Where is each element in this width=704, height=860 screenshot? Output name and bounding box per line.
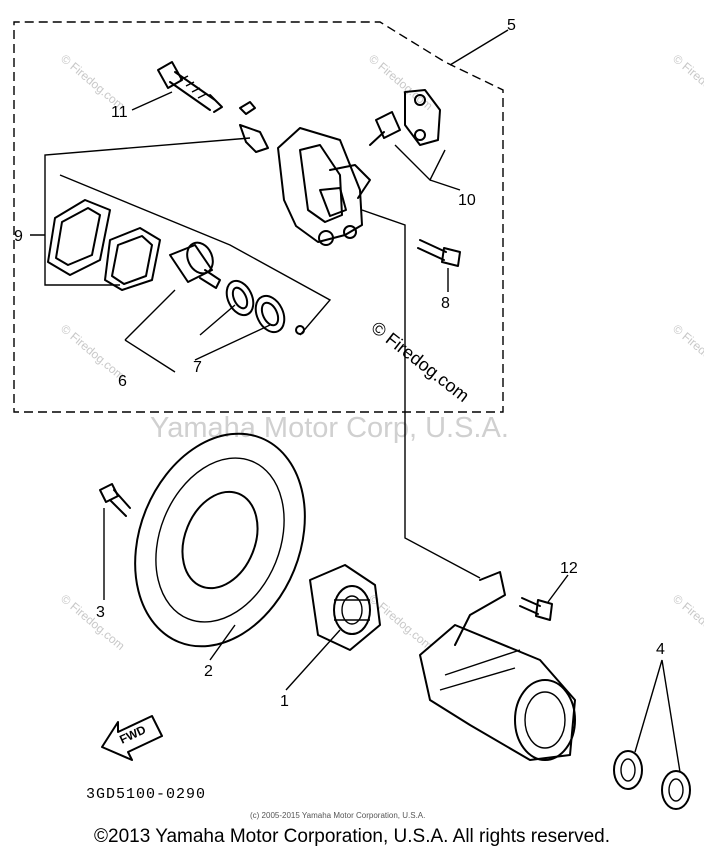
fwd-arrow-icon: FWD [101,715,163,761]
hub-1 [309,564,381,651]
small-copyright: (c) 2005-2015 Yamaha Motor Corporation, … [250,811,425,820]
part-label-6: 6 [118,373,127,390]
disc-bolt-3 [99,483,131,517]
part-label-8: 8 [441,295,450,312]
part-label-7: 7 [193,359,202,376]
leader-line-1 [285,629,341,691]
part-label-1: 1 [280,693,289,710]
caliper-body [277,127,371,246]
brake-pads-9 [47,199,161,291]
part-label-2: 2 [204,663,213,680]
bolt-8 [417,239,461,267]
watermark-firedog-center: © Firedog.com [368,317,474,406]
watermark-tile: © Firedog.com [58,592,127,653]
watermark-tile: © Firedog.com [670,52,704,113]
leader-line-9 [30,137,251,286]
footer-copyright: ©2013 Yamaha Motor Corporation, U.S.A. A… [94,826,610,847]
part-label-9: 9 [14,228,23,245]
part-label-4: 4 [656,641,665,658]
leader-line-11 [131,91,173,111]
leader-line-10 [394,144,461,191]
diagram-part-number: 3GD5100-0290 [86,786,206,803]
pad-pin-clip [239,101,269,153]
leader-line-2 [209,624,236,661]
leader-line-12 [547,574,569,603]
leader-line-4 [634,659,681,773]
leader-lines-6-7 [59,174,332,373]
piston-and-seals [169,241,305,335]
watermark-tile: © Firedog.com [366,52,435,113]
collars-4 [613,750,691,810]
bracket-10 [369,89,441,146]
fwd-arrow-label: FWD [117,722,148,746]
caliper-bracket-arm [419,571,576,761]
watermark-yamaha: Yamaha Motor Corp, U.S.A. [150,412,509,444]
part-label-5: 5 [507,17,516,34]
watermark-tiles: © Firedog.com © Firedog.com © Firedog.co… [58,52,704,653]
part-label-10: 10 [458,192,476,209]
caliper-assembly-box [13,21,504,413]
watermark-tile: © Firedog.com [670,592,704,653]
brake-disc-2 [134,432,306,648]
leader-line-5 [449,29,509,66]
part-label-12: 12 [560,560,578,577]
part-label-11: 11 [111,104,128,121]
part-label-3: 3 [96,604,105,621]
bolt-11 [157,61,223,113]
assembly-leader [361,209,481,579]
watermark-tile: © Firedog.com [670,322,704,383]
bolt-12 [519,597,553,621]
